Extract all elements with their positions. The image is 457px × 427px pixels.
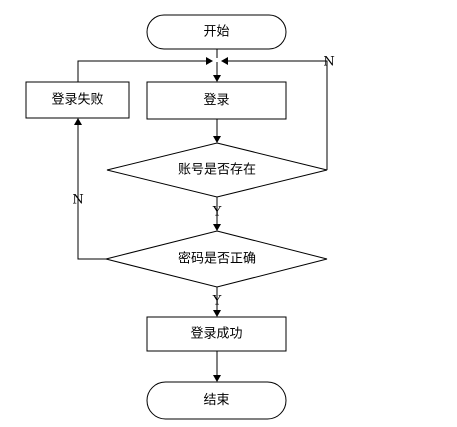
edge-failed-to-login	[77, 60, 206, 82]
password-correct-label: 密码是否正确	[178, 251, 256, 267]
account-yes-label: Y	[212, 205, 222, 220]
arrowhead-account-check	[213, 136, 221, 143]
edge-account-no-loop	[228, 60, 328, 170]
account-no-label: N	[323, 55, 334, 70]
login-process	[146, 81, 287, 120]
login-label: 登录	[203, 93, 229, 108]
start-label: 开始	[203, 25, 229, 40]
arrowhead-password-check	[213, 224, 221, 231]
login-failed-label: 登录失败	[51, 93, 103, 108]
edge-password-no	[77, 125, 106, 260]
arrowhead-failed-to-login	[206, 57, 213, 65]
password-yes-label: Y	[212, 294, 222, 309]
arrowhead-account-no	[221, 57, 228, 65]
login-failed-process	[25, 81, 130, 119]
end-label: 结束	[203, 393, 229, 408]
arrowhead-login-success	[213, 310, 221, 317]
arrowhead-login-failed	[74, 118, 82, 125]
end-terminator	[146, 381, 287, 420]
password-no-label: N	[72, 193, 83, 208]
password-correct-decision	[105, 230, 328, 288]
start-terminator	[146, 14, 287, 50]
account-exists-decision	[106, 142, 328, 198]
account-exists-label: 账号是否存在	[178, 163, 256, 178]
arrowhead-login	[213, 75, 221, 82]
login-success-label: 登录成功	[190, 327, 242, 342]
login-success-process	[146, 316, 287, 352]
arrowhead-end	[213, 375, 221, 382]
